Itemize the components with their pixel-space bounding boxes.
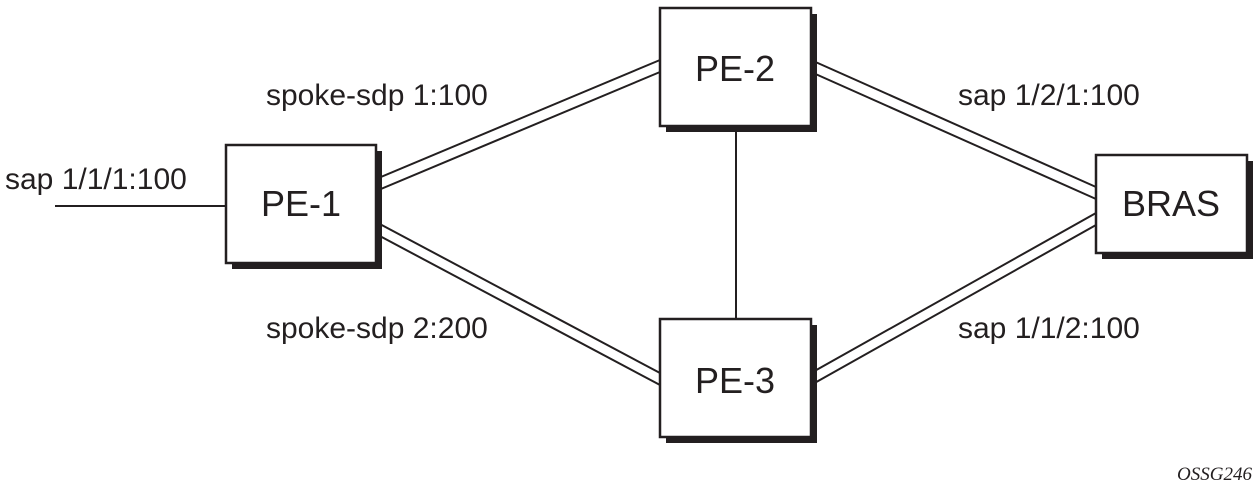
node-pe2: PE-2 (658, 6, 817, 132)
node-pe1-label: PE-1 (261, 183, 341, 224)
label-sap-pe2-bras: sap 1/2/1:100 (958, 79, 1140, 112)
label-spoke-pe1-pe3: spoke-sdp 2:200 (266, 312, 488, 345)
node-pe2-label: PE-2 (695, 48, 775, 89)
node-pe1: PE-1 (224, 143, 382, 269)
label-sap-pe1: sap 1/1/1:100 (5, 163, 187, 196)
node-bras: BRAS (1094, 153, 1253, 259)
link-pe1-pe2 (375, 59, 661, 192)
figure-id: OSSG246 (1177, 464, 1252, 485)
link-pe1-pe3 (375, 221, 661, 386)
link-pe3-bras (810, 212, 1097, 386)
link-pe2-bras (810, 59, 1097, 200)
label-spoke-pe1-pe2: spoke-sdp 1:100 (266, 79, 488, 112)
node-bras-label: BRAS (1122, 183, 1220, 224)
node-pe3-label: PE-3 (695, 360, 775, 401)
label-sap-pe3-bras: sap 1/1/2:100 (958, 312, 1140, 345)
node-pe3: PE-3 (658, 317, 817, 443)
